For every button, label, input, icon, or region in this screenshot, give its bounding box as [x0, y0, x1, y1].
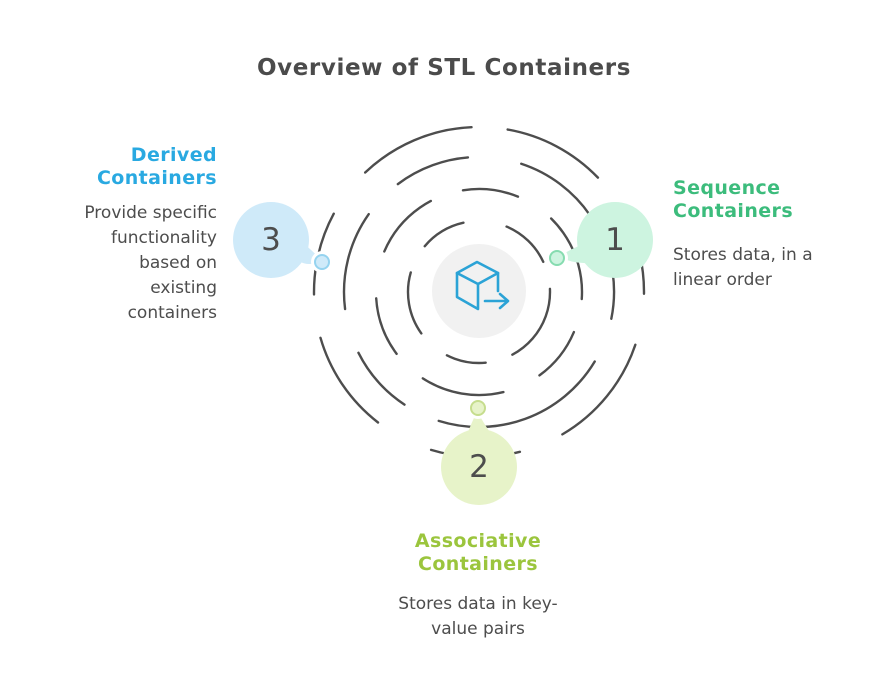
desc-line: value pairs	[431, 619, 525, 639]
node-label-sequence: Sequence Containers	[673, 177, 793, 223]
node-label-associative: Associative Containers	[415, 530, 541, 576]
label-line: Associative	[414, 530, 542, 552]
label-line: Containers	[673, 200, 794, 222]
label-line: Derived	[130, 144, 217, 166]
desc-line: Provide specific	[84, 203, 217, 223]
desc-line: existing	[150, 278, 217, 298]
desc-line: Stores data, in a	[673, 245, 813, 265]
node-desc-sequence: Stores data, in a linear order	[673, 243, 813, 293]
label-line: Sequence	[673, 177, 781, 199]
label-line: Containers	[417, 553, 539, 575]
node-bubble-associative: 2	[441, 429, 517, 505]
cube-arrow-icon	[455, 260, 510, 311]
connector-dot-3	[311, 251, 333, 273]
node-label-derived: Derived Containers	[97, 144, 217, 190]
node-desc-derived: Provide specific functionality based on …	[84, 201, 217, 326]
desc-line: functionality	[110, 228, 217, 248]
node-number: 2	[469, 449, 489, 485]
desc-line: based on	[139, 253, 217, 273]
connector-dot-2	[467, 397, 489, 419]
connector-dot-1	[546, 247, 568, 269]
label-line: Containers	[96, 167, 217, 189]
desc-line: Stores data in key-	[398, 594, 558, 614]
desc-line: linear order	[673, 270, 772, 290]
page-title: Overview of STL Containers	[256, 55, 631, 81]
node-bubble-derived: 3	[233, 202, 309, 278]
node-number: 3	[261, 222, 281, 258]
bubble-tail-2	[467, 411, 491, 434]
desc-line: containers	[127, 303, 217, 323]
node-bubble-sequence: 1	[577, 202, 653, 278]
node-number: 1	[605, 222, 625, 258]
node-desc-associative: Stores data in key- value pairs	[398, 592, 557, 642]
